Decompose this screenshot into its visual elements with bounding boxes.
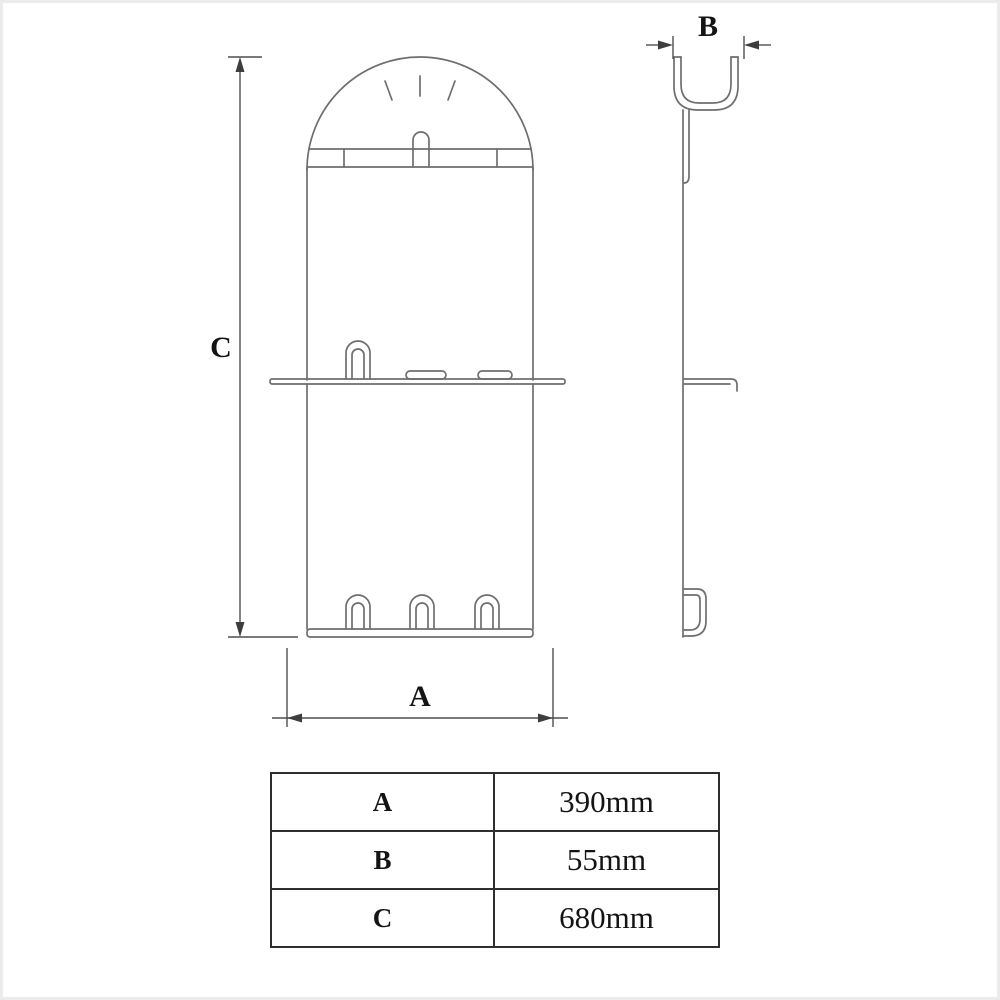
arch-slot-right bbox=[447, 80, 456, 101]
dimension-b: B bbox=[646, 10, 771, 59]
table-cell-value-c: 680mm bbox=[559, 900, 654, 935]
mid-hook-outer bbox=[345, 340, 371, 380]
table-cell-value-b: 55mm bbox=[566, 842, 647, 877]
dim-a-arrow-right-icon bbox=[538, 713, 553, 723]
table-row-b: B 55mm bbox=[272, 830, 718, 888]
bottom-hook-2-inner bbox=[415, 602, 429, 630]
technical-drawing: C A B bbox=[210, 10, 771, 727]
shelf-bar bbox=[269, 378, 566, 385]
table-cell-label-c: C bbox=[272, 890, 495, 946]
bottom-hook-3-outer bbox=[474, 594, 500, 630]
dim-a-arrow-left-icon bbox=[287, 713, 302, 723]
channel-outer bbox=[673, 56, 739, 111]
side-bottom-hook-inner bbox=[683, 594, 701, 631]
mid-hook-inner bbox=[351, 348, 365, 380]
dim-b-arrow-right-icon bbox=[658, 40, 673, 50]
dim-label-b: B bbox=[698, 10, 718, 43]
side-view bbox=[673, 56, 739, 638]
shelf-slot-right bbox=[477, 370, 513, 380]
dim-c-arrow-up-icon bbox=[235, 57, 245, 72]
keyhole-hanger bbox=[412, 131, 430, 168]
table-cell-value-a: 390mm bbox=[559, 784, 654, 819]
table-row-a: A 390mm bbox=[272, 774, 718, 830]
table-row-c: C 680mm bbox=[272, 888, 718, 946]
arch-slot-left bbox=[384, 80, 393, 101]
dimension-c: C bbox=[210, 56, 298, 638]
bottom-hook-1-outer bbox=[345, 594, 371, 630]
dimensions-table: A 390mm B 55mm C 680mm bbox=[270, 772, 720, 948]
table-cell-label-a: A bbox=[272, 774, 495, 830]
bottom-hook-1-inner bbox=[351, 602, 365, 630]
arch-outline bbox=[306, 56, 534, 171]
side-shelf bbox=[683, 378, 738, 392]
bottom-hook-2-outer bbox=[409, 594, 435, 630]
dim-c-arrow-down-icon bbox=[235, 622, 245, 637]
inner-return bbox=[683, 109, 690, 184]
dim-label-c: C bbox=[210, 331, 232, 364]
table-cell-label-b: B bbox=[272, 832, 495, 888]
dimension-a: A bbox=[272, 648, 568, 727]
bottom-hook-3-inner bbox=[480, 602, 494, 630]
channel-inner bbox=[680, 56, 732, 104]
bottom-rail bbox=[306, 628, 534, 638]
side-bottom-hook-outer bbox=[683, 588, 707, 637]
front-view bbox=[269, 56, 566, 638]
dim-b-arrow-left-icon bbox=[744, 40, 759, 50]
shelf-slot-left bbox=[405, 370, 447, 380]
dim-label-a: A bbox=[409, 680, 431, 713]
